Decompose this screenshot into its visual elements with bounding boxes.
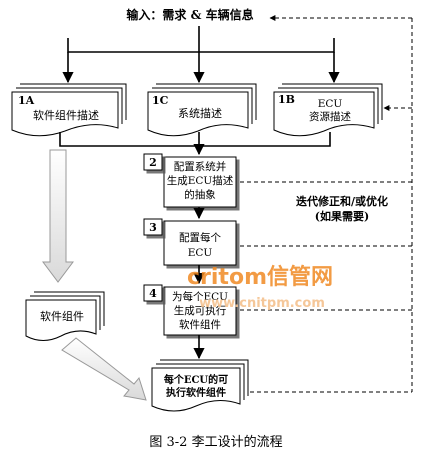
doc-1c-number: 1C	[152, 94, 169, 107]
input-connectors	[62, 26, 340, 84]
doc-executables: 每个ECU的可 执行软件组件	[151, 359, 249, 412]
docs-to-step2-connectors	[59, 132, 331, 156]
step-2: 2 配置系统并 生成ECU描述 的抽象	[143, 153, 237, 208]
step-2-line3: 的抽象	[184, 188, 216, 201]
doc-1c-label: 系统描述	[178, 106, 222, 120]
step-3-number: 3	[149, 221, 157, 234]
doc-1b-label-line1: ECU	[318, 98, 343, 110]
doc-executables-line1: 每个ECU的可	[164, 373, 228, 386]
step-4: 4 为每个ECU 生成可执行 软件组件	[143, 284, 237, 336]
step-3-line1: 配置每个	[179, 231, 221, 244]
step-2-line2: 生成ECU描述	[167, 174, 234, 187]
doc-software-components-label: 软件组件	[40, 309, 84, 323]
iteration-label-line1: 迭代修正和/或优化	[296, 194, 388, 208]
doc-software-components: 软件组件	[25, 291, 105, 341]
input-label: 输入：需求 & 车辆信息	[126, 7, 253, 22]
derive-components-arrow	[42, 149, 74, 283]
doc-1b-label-line2: 资源描述	[309, 110, 351, 123]
doc-1a-label: 软件组件描述	[33, 108, 99, 122]
doc-executables-line2: 执行软件组件	[166, 386, 226, 399]
watermark-url: www.cnitpm.com	[199, 296, 325, 311]
doc-1b: 1B ECU 资源描述	[273, 83, 383, 137]
step-3: 3 配置每个 ECU	[143, 218, 237, 266]
step-3-line2: ECU	[188, 247, 213, 259]
doc-1a: 1A 软件组件描述	[11, 83, 127, 137]
figure-caption: 图 3-2 李工设计的流程	[149, 434, 282, 450]
doc-1c: 1C 系统描述	[147, 83, 257, 137]
step-4-line3: 软件组件	[179, 318, 221, 331]
iteration-label-line2: (如果需要)	[315, 209, 369, 223]
components-to-executables-arrow	[61, 337, 147, 401]
step-2-number: 2	[149, 156, 157, 169]
step-4-line2: 生成可执行	[174, 304, 227, 317]
doc-1a-number: 1A	[18, 94, 35, 107]
watermark-brand: critom信管网	[187, 264, 333, 290]
step-4-line1: 为每个ECU	[172, 290, 228, 303]
doc-1b-number: 1B	[278, 93, 295, 106]
step-4-number: 4	[149, 287, 157, 300]
iteration-feedback-loop	[240, 15, 413, 393]
step-2-line1: 配置系统并	[174, 160, 227, 173]
